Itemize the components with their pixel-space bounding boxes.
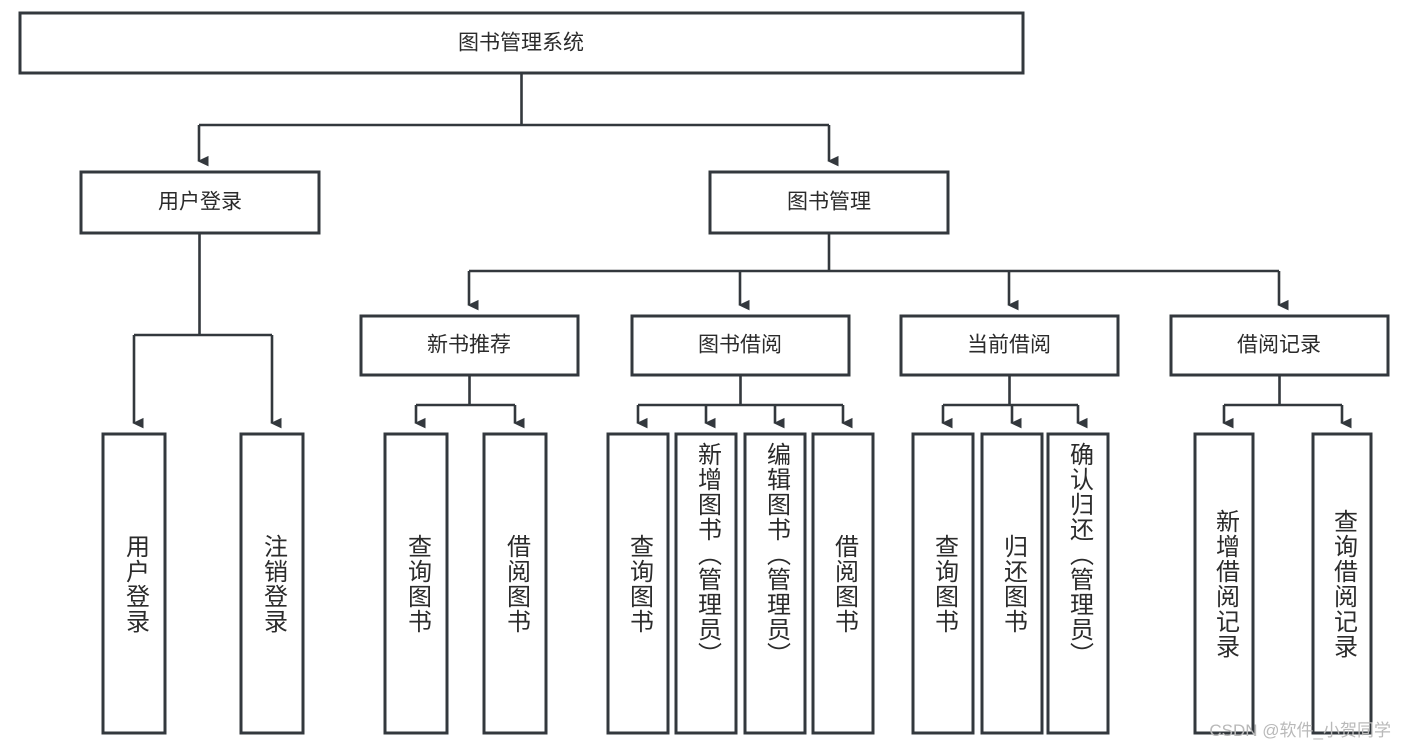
node-book-management-label: 图书管理 xyxy=(787,191,871,214)
leaf-box-borrow-book[interactable] xyxy=(811,432,875,735)
leaf-box-return-book[interactable] xyxy=(980,432,1044,735)
node-current-borrow[interactable]: 当前借阅 xyxy=(899,314,1120,377)
node-borrow-record-label: 借阅记录 xyxy=(1237,334,1321,357)
leaf-box-query-book-recommend[interactable] xyxy=(383,432,449,735)
node-book-borrow[interactable]: 图书借阅 xyxy=(630,314,851,377)
leaf-box-confirm-return[interactable] xyxy=(1046,432,1110,735)
node-borrow-record[interactable]: 借阅记录 xyxy=(1169,314,1390,377)
leaf-boxes xyxy=(101,432,1373,735)
leaf-box-borrow-book-recommend[interactable] xyxy=(482,432,548,735)
node-current-borrow-label: 当前借阅 xyxy=(967,334,1051,357)
leaf-box-query-book-current[interactable] xyxy=(911,432,975,735)
node-new-book-recommend-label: 新书推荐 xyxy=(427,334,511,357)
leaf-box-add-record[interactable] xyxy=(1193,432,1255,735)
leaf-box-edit-book[interactable] xyxy=(743,432,807,735)
node-user-login[interactable]: 用户登录 xyxy=(79,170,321,235)
leaf-box-user-login[interactable] xyxy=(101,432,167,735)
leaf-box-query-book[interactable] xyxy=(606,432,670,735)
node-book-management[interactable]: 图书管理 xyxy=(708,170,950,235)
watermark: CSDN @软件_小贺同学 xyxy=(1209,721,1391,740)
leaf-box-logout[interactable] xyxy=(239,432,305,735)
node-user-login-label: 用户登录 xyxy=(158,191,242,214)
node-book-borrow-label: 图书借阅 xyxy=(698,334,782,357)
leaf-box-add-book[interactable] xyxy=(674,432,738,735)
node-root-label: 图书管理系统 xyxy=(458,32,584,55)
node-new-book-recommend[interactable]: 新书推荐 xyxy=(359,314,580,377)
leaf-box-query-record[interactable] xyxy=(1311,432,1373,735)
connectors xyxy=(132,73,1352,429)
node-root[interactable]: 图书管理系统 xyxy=(18,11,1025,75)
